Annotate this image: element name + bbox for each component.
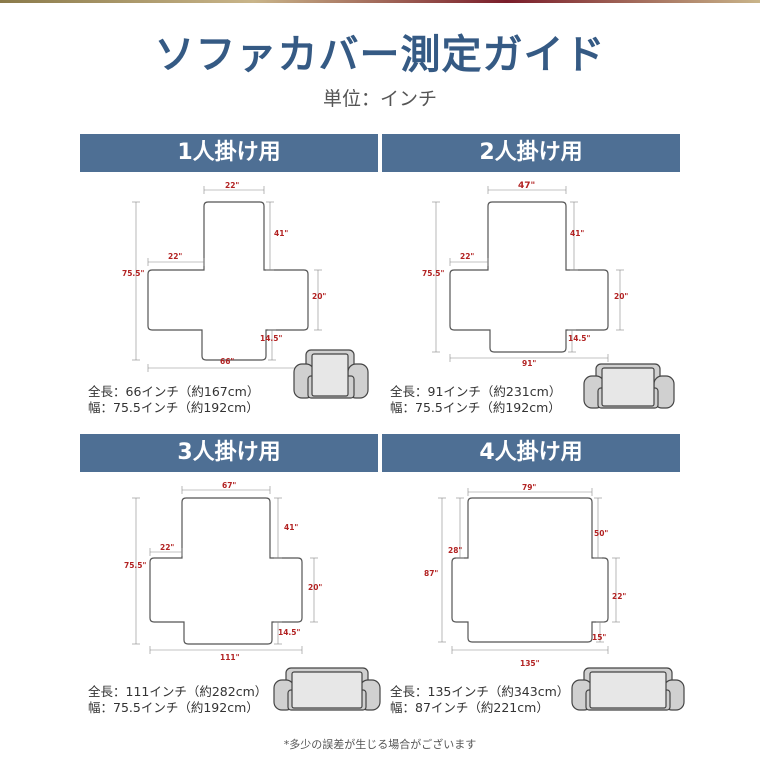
spec-block: 全長：91インチ（約231cm） 幅：75.5インチ（約192cm） [390, 384, 561, 416]
dim-right-lower-label: 14.5" [278, 628, 301, 637]
dim-right-upper-label: 50" [594, 529, 608, 538]
heading-3-seat: 3人掛け用 [177, 440, 281, 465]
cover-outline [451, 497, 609, 643]
dimension-lines [432, 186, 624, 362]
dim-top-label: 47" [518, 181, 535, 191]
spec-block: 全長：135インチ（約343cm） 幅：87インチ（約221cm） [390, 684, 569, 716]
dim-right-side-label: 20" [308, 583, 322, 592]
dim-height-label: 87" [424, 569, 438, 578]
spec-width: 幅：75.5インチ（約192cm） [390, 400, 561, 415]
top-accent-line [0, 0, 760, 3]
heading-1-seat: 1人掛け用 [177, 140, 281, 165]
dimension-lines [438, 488, 620, 654]
cover-outline [449, 201, 609, 353]
cover-diagram-4-seat: 79" 50" 28" 87" 22" 15" 135" [424, 483, 626, 668]
panel-2-seat: 47" 41" 22" 75.5" 20" 14.5" 91" 全長：91インチ… [382, 178, 682, 468]
dim-bottom-label: 111" [220, 653, 240, 662]
cover-diagram-1-seat: 22" 41" 22" 75.5" 20" 14.5" 66" [122, 181, 326, 372]
dimension-lines [132, 486, 318, 654]
heading-2-seat: 2人掛け用 [479, 140, 583, 165]
dim-bottom-label: 135" [520, 659, 540, 668]
spec-length: 全長：111インチ（約282cm） [88, 684, 268, 699]
cover-diagram-3-seat: 67" 41" 22" 75.5" 20" 14.5" 111" [124, 481, 322, 662]
dim-right-side-label: 20" [312, 292, 326, 301]
cover-diagram-2-seat: 47" 41" 22" 75.5" 20" 14.5" 91" [422, 181, 628, 368]
large-sofa-icon [571, 667, 685, 711]
heading-band: 3人掛け用 [80, 434, 378, 472]
dim-right-lower-label: 14.5" [260, 334, 283, 343]
panel-4-seat: 79" 50" 28" 87" 22" 15" 135" 全長：135インチ（約… [382, 478, 685, 768]
dim-right-upper-label: 41" [570, 229, 584, 238]
dim-top-label: 67" [222, 481, 236, 490]
spec-width: 幅：75.5インチ（約192cm） [88, 700, 259, 715]
cover-outline [147, 201, 309, 361]
dim-right-lower-label: 15" [592, 633, 606, 642]
dim-top-label: 22" [225, 181, 239, 190]
heading-band: 2人掛け用 [382, 134, 680, 172]
dim-height-label: 75.5" [422, 269, 445, 278]
spec-length: 全長：66インチ（約167cm） [88, 384, 260, 399]
dim-height-label: 75.5" [122, 269, 145, 278]
unit-label: 単位：インチ [322, 88, 437, 110]
loveseat-icon [583, 363, 675, 409]
dim-right-side-label: 20" [614, 292, 628, 301]
dim-left-inner-label: 22" [160, 543, 174, 552]
spec-length: 全長：91インチ（約231cm） [390, 384, 562, 399]
panel-3-seat: 67" 41" 22" 75.5" 20" 14.5" 111" 全長：111イ… [80, 478, 381, 768]
page-title: ソファカバー測定ガイド [154, 32, 606, 78]
dim-right-upper-label: 41" [274, 229, 288, 238]
dim-bottom-label: 66" [220, 357, 234, 366]
spec-width: 幅：87インチ（約221cm） [390, 700, 549, 715]
dim-right-side-label: 22" [612, 592, 626, 601]
dim-left-inner-label: 22" [168, 252, 182, 261]
spec-block: 全長：111インチ（約282cm） 幅：75.5インチ（約192cm） [88, 684, 267, 716]
heading-band: 1人掛け用 [80, 134, 378, 172]
heading-band: 4人掛け用 [382, 434, 680, 472]
heading-4-seat: 4人掛け用 [479, 440, 583, 465]
dim-left-inner-label: 28" [448, 546, 462, 555]
dim-right-upper-label: 41" [284, 523, 298, 532]
dim-bottom-label: 91" [522, 359, 536, 368]
dim-left-inner-label: 22" [460, 252, 474, 261]
panel-1-seat: 22" 41" 22" 75.5" 20" 14.5" 66" 全長：66インチ… [80, 178, 380, 468]
spec-width: 幅：75.5インチ（約192cm） [88, 400, 259, 415]
spec-length: 全長：135インチ（約343cm） [390, 684, 570, 699]
dimension-lines [132, 186, 322, 372]
disclaimer-note: *多少の誤差が生じる場合がございます [283, 738, 477, 751]
sofa-icon [273, 667, 381, 711]
spec-block: 全長：66インチ（約167cm） 幅：75.5インチ（約192cm） [88, 384, 259, 416]
dim-right-lower-label: 14.5" [568, 334, 591, 343]
armchair-icon [293, 349, 369, 399]
dim-top-label: 79" [522, 483, 536, 492]
cover-outline [149, 497, 303, 645]
dim-height-label: 75.5" [124, 561, 147, 570]
